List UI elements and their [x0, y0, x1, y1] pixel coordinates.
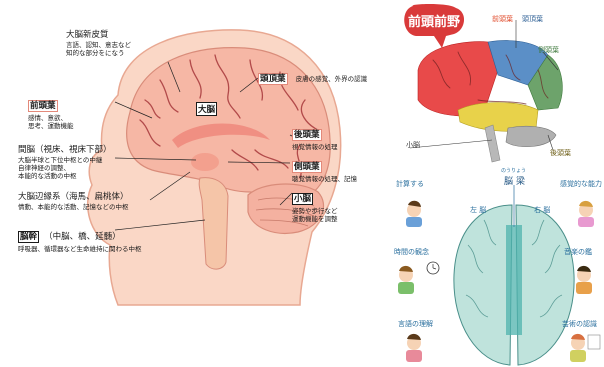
left-item-time: 時間の観念	[394, 247, 429, 257]
lateral-parietal-label: 頭頂葉	[522, 14, 543, 24]
frontal-title: 前頭葉	[28, 100, 58, 112]
lateral-occipital-label: 後頭葉	[550, 148, 571, 158]
sagittal-brain-diagram: 大脳 大脳新皮質 言語、認知、意志など 知的な部分をになう 前頭葉 感情、意欲、…	[0, 0, 380, 367]
parietal-label: 頭頂葉 皮膚の感覚、外界の認識	[258, 66, 367, 85]
temporal-desc: 聴覚情報の処理、記憶	[292, 175, 357, 183]
cerebellum-label: 小脳 姿勢や歩行など 運動機能を調整	[292, 186, 338, 223]
neocortex-label: 大脳新皮質 言語、認知、意志など 知的な部分をになう	[66, 30, 131, 57]
person-calc-icon	[406, 201, 422, 227]
limbic-title: 大脳辺縁系（海馬、扁桃体）	[18, 192, 129, 203]
brainstem-title-suffix: （中脳、橋、延髄）	[44, 232, 121, 242]
lateral-cerebellum-label: 小脳	[406, 140, 420, 150]
temporal-label: 側頭葉 聴覚情報の処理、記憶	[292, 154, 357, 183]
diencephalon-label: 間脳（視床、視床下部） 大脳半球と下位中枢との中継 自律神経の調整、 本能的な活…	[18, 145, 112, 180]
occipital-label: 後頭葉 視覚情報の処理	[292, 122, 338, 151]
right-brain-label: 右 脳	[534, 205, 550, 215]
lateral-temporal-label: 側頭葉	[538, 45, 559, 55]
corpus-callosum-band	[506, 225, 522, 335]
left-item-calc: 計算する	[396, 179, 424, 189]
person-sense-icon	[578, 201, 594, 227]
person-art-icon	[570, 334, 600, 362]
parietal-desc: 皮膚の感覚、外界の認識	[296, 75, 368, 83]
left-brain-label: 左 脳	[470, 205, 486, 215]
top-brain-left-hemisphere	[454, 205, 512, 365]
limbic-label: 大脳辺縁系（海馬、扁桃体） 情動、本能的な活動、記憶などの中枢	[18, 192, 129, 211]
diencephalon-title: 間脳（視床、視床下部）	[18, 145, 112, 156]
prefrontal-bubble-label: 前頭前野	[408, 11, 460, 30]
lateral-brain-diagram: 前頭前野 前頭葉 頭頂葉 側頭葉 小脳 後頭葉	[388, 0, 604, 165]
parietal-title: 頭頂葉	[258, 73, 288, 85]
occipital-desc: 視覚情報の処理	[292, 143, 338, 151]
corpus-callosum-furigana: のうりょう	[501, 167, 526, 174]
person-language-icon	[406, 334, 422, 362]
cerebellum-desc: 姿勢や歩行など 運動機能を調整	[292, 207, 338, 223]
cerebrum-tag: 大脳	[196, 102, 217, 116]
top-view-brain-diagram: のうりょう 脳梁 左 脳 右 脳 計算する 時間の観念 言語の理解 感覚的な能力…	[388, 165, 604, 367]
diencephalon-shape	[191, 153, 219, 171]
cerebellum-title: 小脳	[292, 193, 313, 205]
limbic-desc: 情動、本能的な活動、記憶などの中枢	[18, 203, 129, 211]
top-brain-right-hemisphere	[516, 205, 574, 365]
brainstem-title: 脳幹	[18, 231, 39, 243]
lateral-frontal-label: 前頭葉	[492, 14, 513, 24]
brainstem-desc: 呼吸器、循環器など生命維持に関わる中枢	[18, 245, 142, 253]
occipital-title: 後頭葉	[292, 129, 322, 141]
right-item-music: 音楽の鑑	[564, 247, 604, 257]
sagittal-brain-illustration	[0, 0, 380, 367]
top-view-brain-illustration	[388, 165, 604, 367]
frontal-label: 前頭葉 感情、意欲、 思考、運動機能	[28, 93, 74, 130]
neocortex-title: 大脳新皮質	[66, 30, 131, 41]
frontal-desc: 感情、意欲、 思考、運動機能	[28, 114, 74, 130]
right-item-art: 芸術の認識	[562, 319, 604, 329]
person-time-icon	[398, 262, 439, 294]
person-music-icon	[576, 266, 592, 294]
left-item-language: 言語の理解	[398, 319, 433, 329]
temporal-title: 側頭葉	[292, 161, 322, 173]
diencephalon-desc: 大脳半球と下位中枢との中継 自律神経の調整、 本能的な活動の中枢	[18, 156, 112, 180]
neocortex-desc: 言語、認知、意志など 知的な部分をになう	[66, 41, 131, 57]
brainstem-label: 脳幹 （中脳、橋、延髄） 呼吸器、循環器など生命維持に関わる中枢	[18, 224, 142, 253]
right-item-sense: 感覚的な能力	[560, 179, 604, 189]
corpus-callosum-label: 脳梁	[504, 174, 528, 187]
